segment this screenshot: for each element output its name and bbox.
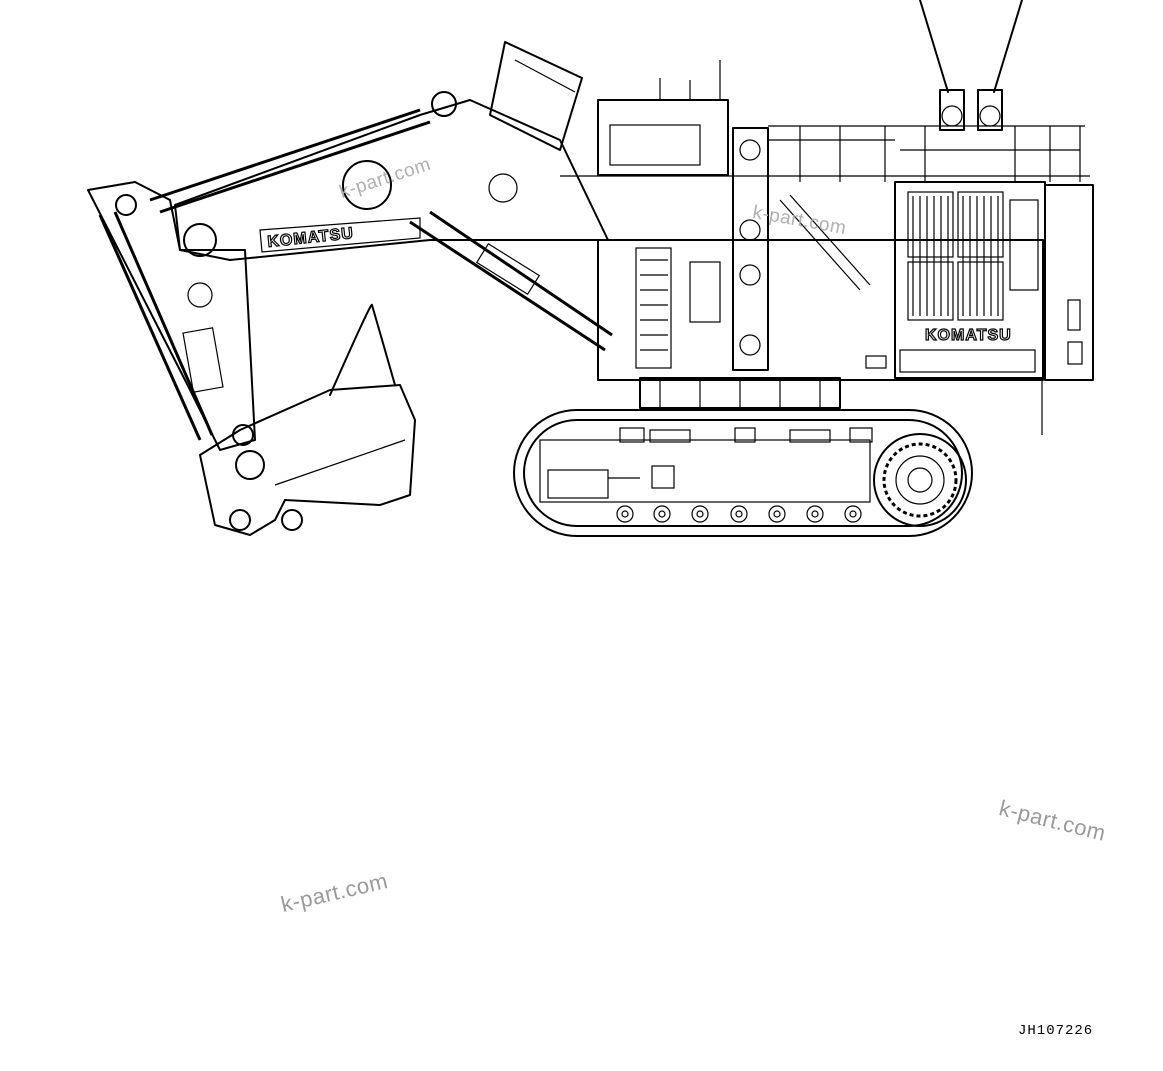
bucket	[199, 303, 416, 536]
upper-structure: KOMATSU	[489, 0, 1094, 435]
drawing-code-label: JH107226	[1018, 1023, 1094, 1039]
crawler-track	[513, 409, 973, 537]
drive-sprocket	[873, 433, 967, 527]
upper-railings	[560, 125, 1090, 182]
boom: KOMATSU	[149, 91, 613, 352]
svg-text:KOMATSU: KOMATSU	[925, 327, 1012, 344]
operator-cab	[597, 60, 729, 176]
exhaust-stacks	[919, 0, 1023, 131]
komatsu-body-logo: KOMATSU	[924, 326, 1012, 344]
arm	[87, 181, 256, 451]
lower-frame	[639, 377, 841, 409]
radiator-grille	[907, 191, 1004, 321]
track-rollers	[616, 505, 862, 523]
